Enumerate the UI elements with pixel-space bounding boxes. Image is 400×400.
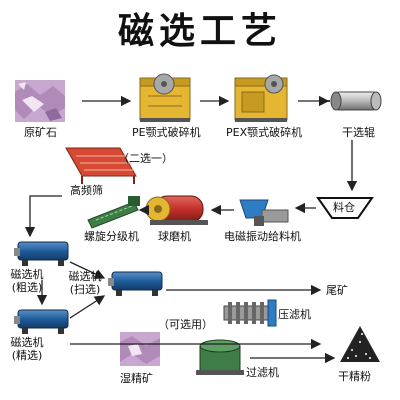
label-spiral-classifier: 螺旋分级机 <box>84 230 139 243</box>
label-separator-rough: 磁选机 (粗选) <box>2 268 52 294</box>
ball-mill-image <box>145 195 208 225</box>
label-raw-ore: 原矿石 <box>24 126 57 139</box>
pe-crusher-image <box>139 73 191 122</box>
feed-bin-shape <box>316 197 374 219</box>
label-filter-press: 压滤机 <box>278 308 311 321</box>
label-separator-scan-name: 磁选机 <box>68 270 102 283</box>
label-optional-note: （可选用） <box>158 318 213 331</box>
fine-separator-image <box>14 309 69 334</box>
dry-concentrate-image <box>340 326 380 362</box>
label-pe-crusher: PE颚式破碎机 <box>132 126 201 139</box>
high-frequency-screen-image <box>65 147 137 184</box>
arrow-fine-to-scan <box>69 295 106 319</box>
diagram-title: 磁选工艺 <box>117 10 282 52</box>
arrow-screen-to-rough <box>24 195 62 238</box>
label-vibrating-feeder: 电磁振动给料机 <box>224 230 301 243</box>
label-pex-crusher: PEX颚式破碎机 <box>226 126 303 139</box>
label-high-frequency-screen: 高频筛 <box>70 184 103 197</box>
label-separator-fine: 磁选机 (精选) <box>2 336 52 362</box>
label-separator-fine-name: 磁选机 <box>10 336 44 349</box>
vacuum-filter-image <box>196 339 244 375</box>
label-separator-scan: 磁选机 (扫选) <box>60 270 110 296</box>
wet-concentrate-image <box>120 332 160 366</box>
label-dryer: 干选辊 <box>342 126 375 139</box>
rough-separator-image <box>14 241 69 266</box>
vibrating-feeder-image <box>239 199 289 226</box>
label-tailings: 尾矿 <box>326 284 348 297</box>
label-separator-rough-stage: (粗选) <box>11 281 43 294</box>
pex-crusher-image <box>234 74 288 122</box>
label-separator-scan-stage: (扫选) <box>69 283 101 296</box>
label-separator-rough-name: 磁选机 <box>10 268 44 281</box>
label-screen-note: （二选一） <box>118 152 173 165</box>
flow-arrows <box>24 95 358 364</box>
label-wet-concentrate: 湿精矿 <box>120 372 153 385</box>
scan-separator-image <box>108 271 163 296</box>
dry-roller-image <box>322 91 382 111</box>
label-bin: 料仓 <box>333 201 355 214</box>
filter-press-image <box>223 299 277 327</box>
label-vacuum-filter: 过滤机 <box>246 366 279 379</box>
label-ball-mill: 球磨机 <box>158 230 191 243</box>
label-dry-concentrate: 干精粉 <box>338 370 371 383</box>
arrow-rough-to-scan <box>69 261 106 279</box>
label-separator-fine-stage: (精选) <box>11 349 43 362</box>
raw-ore-image <box>15 80 65 122</box>
spiral-classifier-image <box>87 196 140 229</box>
